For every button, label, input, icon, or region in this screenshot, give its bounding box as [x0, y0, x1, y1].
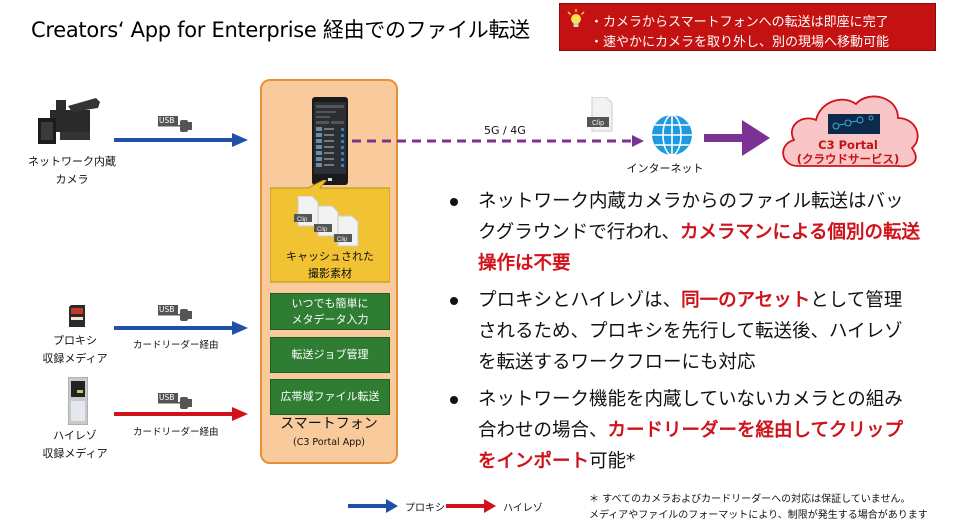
clip-file-label: Clip [592, 120, 604, 127]
svg-text:Clip: Clip [337, 237, 348, 243]
proxy-label-line-2: 収録メディア [42, 352, 108, 365]
feature-transfer-job: 転送ジョブ管理 [270, 337, 390, 373]
smartphone-icon [312, 97, 348, 185]
usb-connector-icon [158, 116, 192, 132]
bullet-text: 可能* [589, 451, 636, 472]
bullet-emphasis: カードリーダーを経由してクリップをインポート [478, 420, 903, 472]
hires-label-line-1: ハイレゾ [53, 429, 97, 442]
feature-label: メタデータ入力 [291, 312, 369, 326]
legend-proxy-label: プロキシ [405, 503, 445, 514]
hires-connection-label: カードリーダー経由 [133, 427, 219, 438]
bullet-text: ネットワーク内蔵カメラからのファイル転送はバックグラウンドで行われ、 [478, 191, 904, 243]
svg-text:Clip: Clip [297, 217, 308, 223]
sd-card-icon [69, 305, 85, 327]
globe-icon [652, 114, 692, 156]
proxy-label-line-1: プロキシ [53, 334, 97, 347]
bullet-text: として管理されるため、プロキシを先行して転送後、ハイレゾを転送するワークフローに… [478, 290, 903, 373]
feature-wideband-transfer: 広帯域ファイル転送 [270, 379, 390, 415]
internet-to-cloud-arrow [704, 120, 770, 156]
usb-tag: USB [159, 116, 175, 125]
bullet-dot [450, 396, 458, 404]
footnote: ＊ すべてのカメラおよびカードリーダーへの対応は保証していません。 メディアやフ… [589, 492, 928, 524]
proxy-to-phone-arrow [114, 321, 248, 335]
bullet-dot [450, 297, 458, 305]
feature-label: 広帯域ファイル転送 [280, 390, 380, 403]
camera-label-line-1: ネットワーク内蔵 [28, 155, 116, 168]
bullet-item: ネットワーク内蔵カメラからのファイル転送はバックグラウンドで行われ、カメラマンに… [450, 186, 920, 279]
usb-tag: USB [159, 393, 175, 402]
hires-media-label: ハイレゾ 収録メディア [30, 427, 120, 463]
cached-clips-icon: Clip Clip Clip [294, 196, 359, 247]
footnote-line-1: ＊ すべてのカメラおよびカードリーダーへの対応は保証していません。 [589, 494, 911, 505]
proxy-connection-label: カードリーダー経由 [133, 340, 219, 351]
smartphone-sublabel: (C3 Portal App) [293, 437, 365, 448]
usb-connector-icon [158, 393, 192, 409]
cache-label: キャッシュされた 撮影素材 [270, 248, 390, 282]
tip-line-2: ・速やかにカメラを取り外し、別の現場へ移動可能 [590, 35, 890, 50]
clip-file-icon: Clip [587, 97, 613, 132]
feature-label: いつでも簡単に [291, 296, 369, 310]
svg-text:Clip: Clip [317, 227, 328, 233]
bullet-emphasis: 同一のアセット [681, 290, 811, 311]
legend-proxy-arrow [348, 499, 398, 513]
feature-label: 転送ジョブ管理 [291, 348, 369, 361]
bullet-dot [450, 198, 458, 206]
smartphone-label: スマートフォン [280, 416, 378, 432]
hires-label-line-2: 収録メディア [42, 447, 108, 460]
bullet-emphasis: カメラマンによる個別の転送操作は不要 [478, 222, 920, 274]
network-type-label: 5G / 4G [484, 124, 526, 137]
page-title: Creators‘ App for Enterprise 経由でのファイル転送 [31, 18, 530, 42]
cloud-subtitle: (クラウドサービス) [796, 152, 900, 166]
bullet-list: ネットワーク内蔵カメラからのファイル転送はバックグラウンドで行われ、カメラマンに… [450, 186, 920, 483]
camera-label-line-2: カメラ [55, 173, 89, 186]
usb-connector-icon [158, 305, 192, 321]
usb-tag: USB [159, 305, 175, 314]
legend-hires-label: ハイレゾ [503, 503, 543, 514]
bullet-item: プロキシとハイレゾは、同一のアセットとして管理されるため、プロキシを先行して転送… [450, 285, 920, 378]
bullet-text: プロキシとハイレゾは、 [478, 290, 682, 311]
feature-metadata-input: いつでも簡単に メタデータ入力 [270, 293, 390, 330]
bullet-item: ネットワーク機能を内蔵していないカメラとの組み合わせの場合、カードリーダーを経由… [450, 384, 920, 477]
proxy-media-label: プロキシ 収録メディア [30, 332, 120, 368]
lightbulb-icon [567, 9, 585, 27]
cloud-icon [782, 95, 919, 168]
network-camera-icon [38, 98, 100, 144]
legend-hires-arrow [446, 499, 496, 513]
cloud-title: C3 Portal [818, 138, 878, 152]
bullet-text: ネットワーク機能を内蔵していないカメラとの組み合わせの場合、 [478, 389, 903, 441]
cloud-label: C3 Portal (クラウドサービス) [783, 138, 913, 166]
network-dashed-arrow [352, 135, 644, 147]
camera-label: ネットワーク内蔵 カメラ [22, 153, 122, 189]
footnote-line-2: メディアやファイルのフォーマットにより、制限が発生する場合があります [589, 510, 928, 521]
camera-to-phone-arrow [114, 133, 248, 147]
sxs-card-icon [68, 377, 88, 425]
internet-label: インターネット [626, 162, 704, 175]
cache-label-line-2: 撮影素材 [308, 267, 352, 280]
hires-to-phone-arrow [114, 407, 248, 421]
tip-line-1: ・カメラからスマートフォンへの転送は即座に完了 [590, 15, 889, 30]
tip-box: ・カメラからスマートフォンへの転送は即座に完了 ・速やかにカメラを取り外し、別の… [559, 3, 936, 51]
cache-label-line-1: キャッシュされた [286, 250, 374, 263]
